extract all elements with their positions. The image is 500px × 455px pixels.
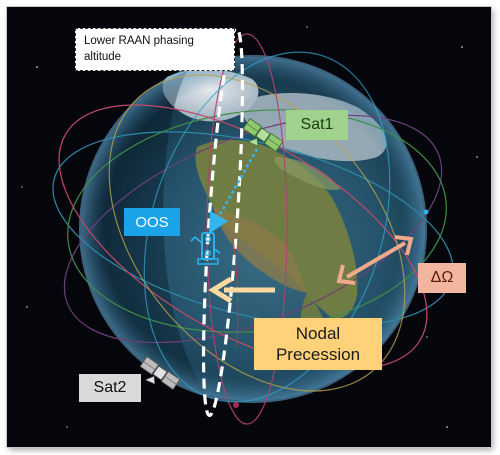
sat1-label: Sat1 — [286, 110, 348, 140]
callout-line-1: Lower RAAN phasing — [84, 35, 194, 47]
transfer-arrow — [208, 148, 259, 235]
sat2-label: Sat2 — [79, 374, 141, 402]
nodal-line-1: Nodal — [295, 324, 341, 343]
delta-omega-label: ΔΩ — [418, 263, 466, 293]
servicer-oos-icon — [190, 232, 221, 265]
oos-label: OOS — [124, 208, 180, 236]
callout-line-2: altitude — [84, 51, 122, 63]
nodal-precession-label: Nodal Precession — [254, 318, 382, 370]
starfield — [21, 26, 478, 428]
satellite-sat1-icon — [242, 118, 284, 152]
diagram-frame: Lower RAAN phasing altitude Sat1 OOS ΔΩ … — [7, 7, 491, 447]
precession-arrow — [208, 276, 275, 304]
nodal-line-2: Precession — [275, 345, 361, 364]
satellite-sat2-icon — [139, 356, 181, 390]
delta-omega-arrow — [336, 235, 414, 285]
orbit-scene — [21, 26, 478, 428]
phasing-altitude-callout: Lower RAAN phasing altitude — [75, 28, 235, 71]
